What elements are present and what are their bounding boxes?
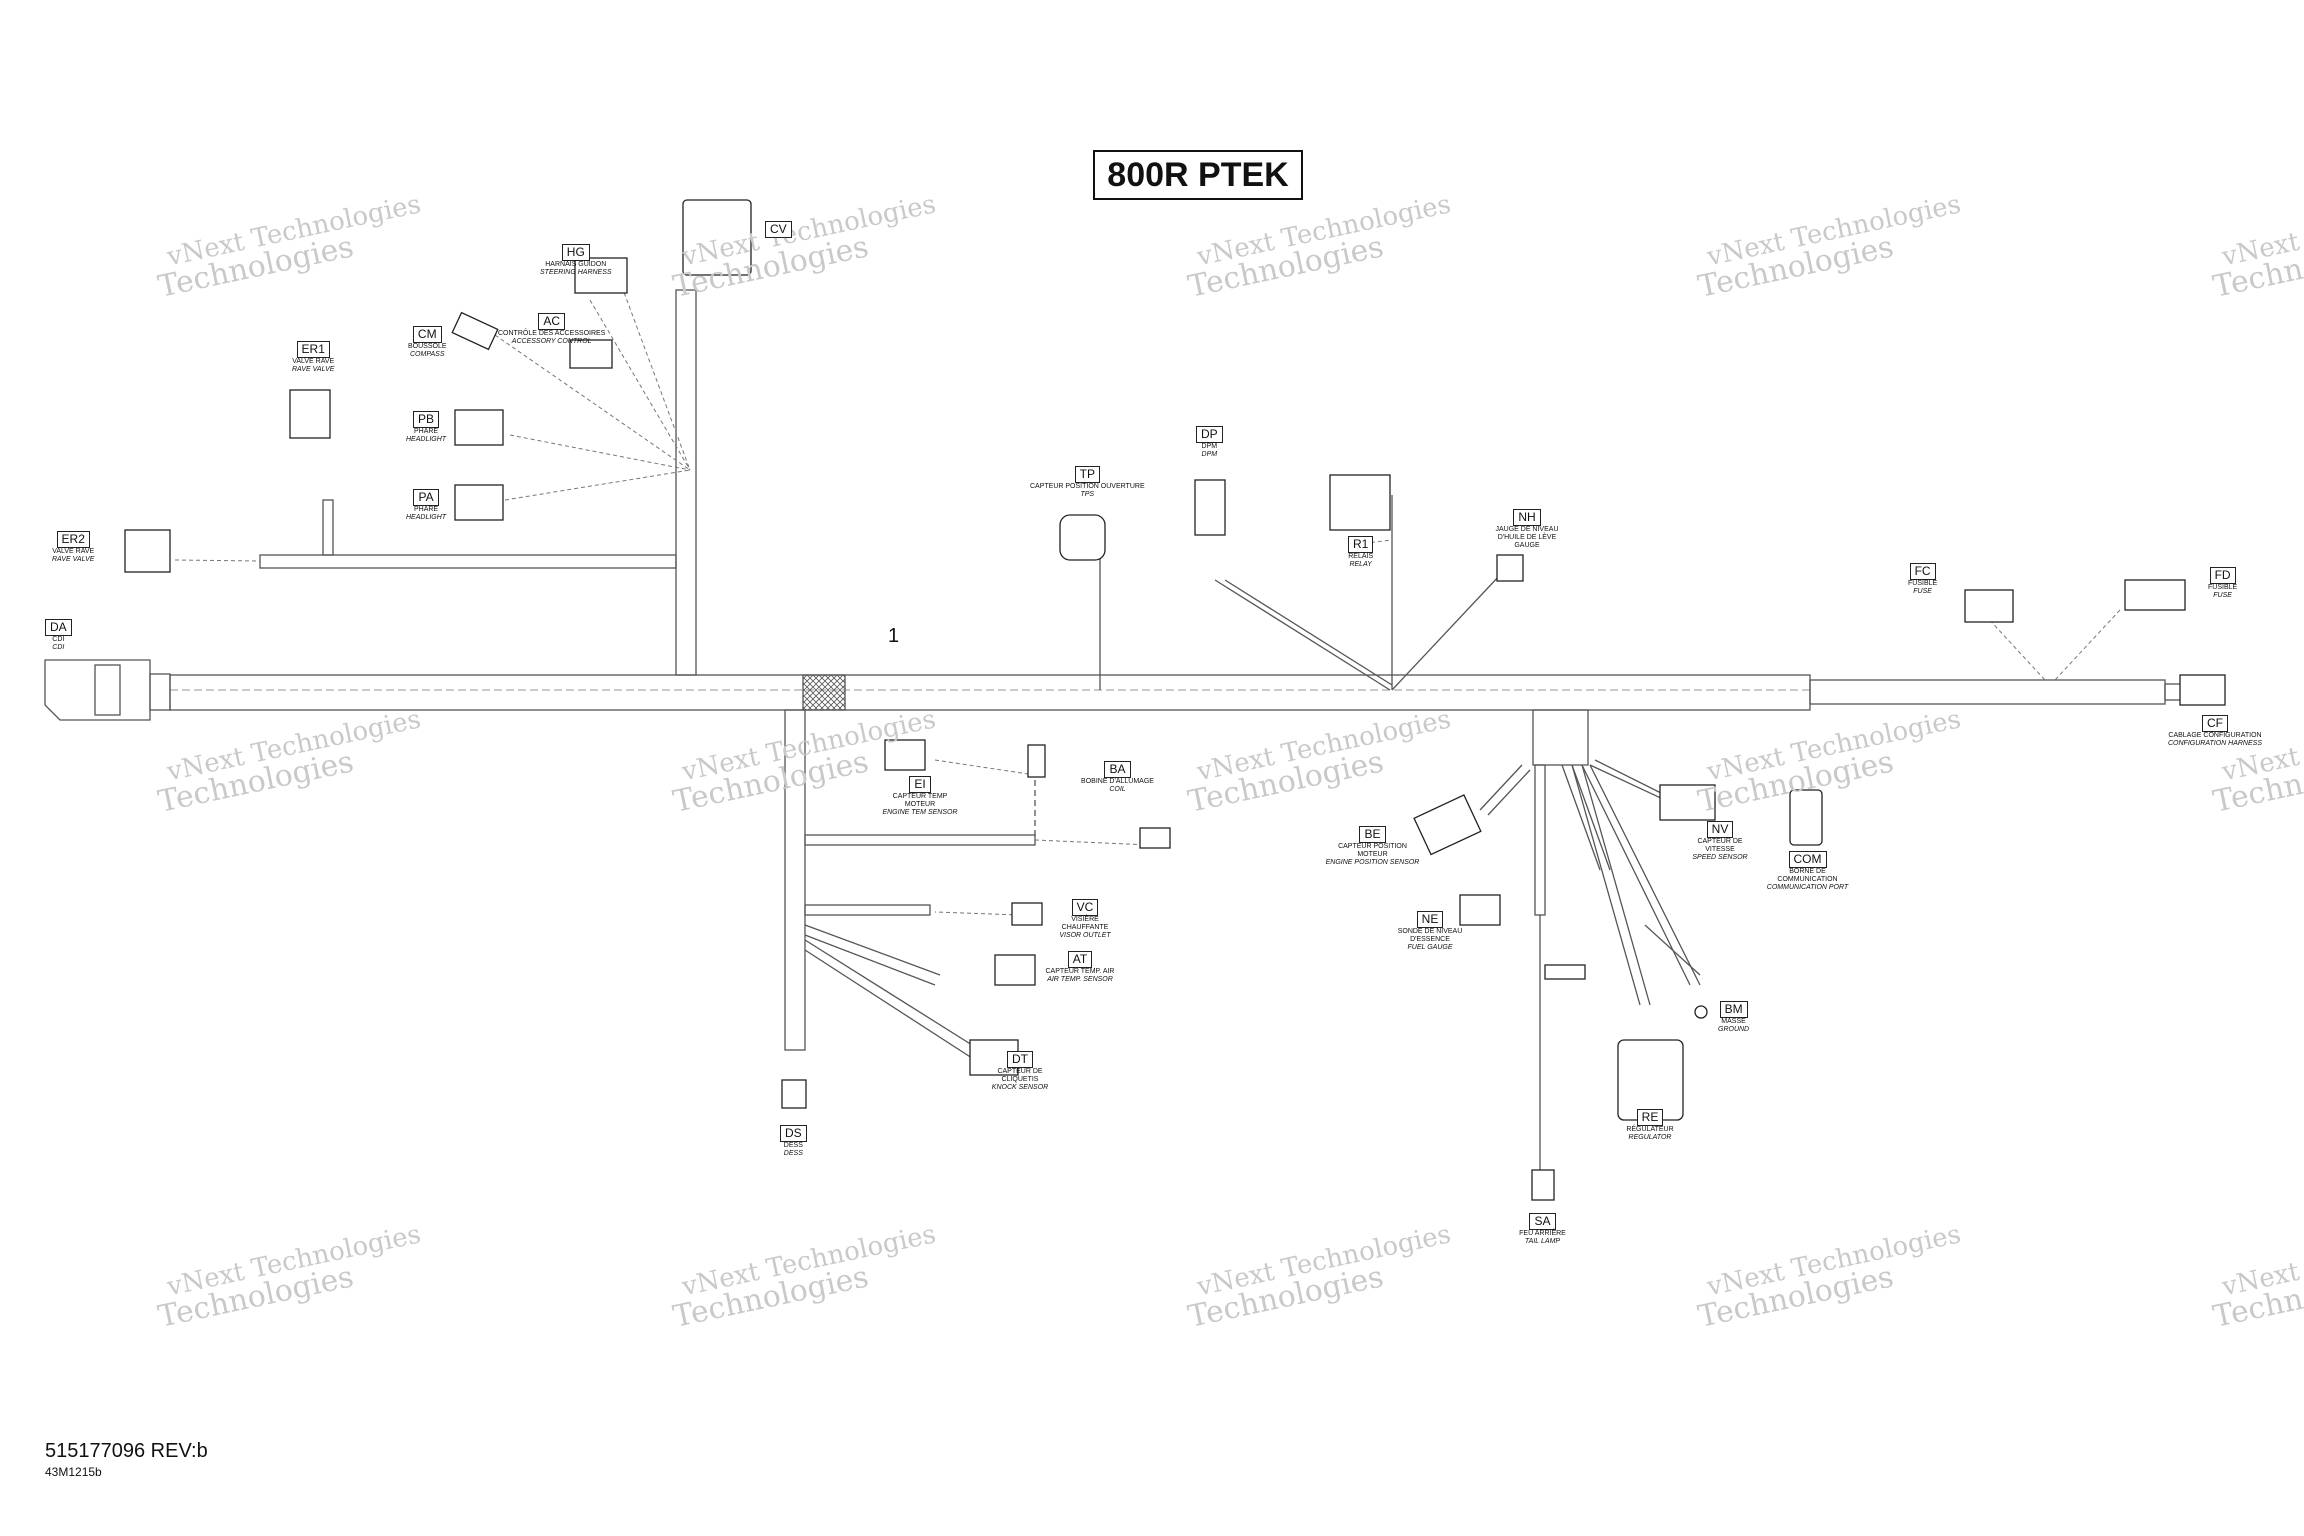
connector-label-cv: CV — [765, 220, 792, 238]
connector-label-ne: NE SONDE DE NIVEAU D'ESSENCE FUEL GAUGE — [1397, 911, 1463, 951]
tail-bulb-glyph — [1544, 964, 1586, 980]
nv-connector-glyph — [1659, 784, 1716, 821]
dp-connector-glyph — [1194, 479, 1226, 536]
tp-connector-glyph — [1059, 514, 1106, 561]
ds-connector-glyph — [781, 1079, 807, 1109]
nh-connector-glyph — [1496, 554, 1524, 582]
ne-connector-glyph — [1459, 894, 1501, 926]
fc-connector-glyph — [1964, 589, 2014, 623]
connector-label-da: DA CDI CDI — [45, 618, 72, 652]
main-trunk — [169, 674, 1811, 711]
connector-label-pa: PA PHARE HEADLIGHT — [406, 489, 447, 521]
er2-connector-glyph — [124, 529, 171, 573]
drawing-reference: 43M1215b — [45, 1465, 102, 1479]
cm-connector-glyph — [451, 311, 499, 351]
connector-label-vc: VC VISIÈRE CHAUFFANTE VISOR OUTLET — [1059, 899, 1111, 939]
connector-label-dp: DP DPM DPM — [1196, 425, 1223, 459]
er1-branch — [322, 499, 334, 556]
upper-branch — [675, 289, 697, 676]
harness-trunks — [44, 289, 2221, 1170]
connector-label-re: RE RÉGULATEUR REGULATOR — [1626, 1109, 1674, 1141]
ba-connector-glyph — [1139, 827, 1171, 849]
callout-number: 1 — [888, 625, 900, 647]
connector-label-ei: EI CAPTEUR TEMP MOTEUR ENGINE TEM SENSOR — [882, 776, 958, 816]
connector-label-er2: ER2 VALVE RAVE RAVE VALVE — [52, 531, 95, 563]
cdi-block — [44, 659, 151, 721]
connector-label-nv: NV CAPTEUR DE VITESSE SPEED SENSOR — [1692, 821, 1748, 861]
connector-label-bm: BM MASSE GROUND — [1718, 1001, 1750, 1033]
connector-label-er1: ER1 VALVE RAVE RAVE VALVE — [292, 341, 335, 373]
r1-connector-glyph — [1329, 474, 1391, 531]
connector-label-fd: FD FUSIBLE FUSE — [2208, 567, 2238, 599]
hg-connector-glyph — [574, 257, 628, 294]
connector-label-cf: CF CABLAGE CONFIGURATION CONFIGURATION H… — [2168, 715, 2262, 747]
com-connector-glyph — [1789, 789, 1823, 846]
connector-label-ds: DS DESS DESS — [780, 1124, 807, 1158]
ac-connector-glyph — [569, 339, 613, 369]
connector-label-fc: FC FUSIBLE FUSE — [1908, 563, 1938, 595]
leader-lines — [174, 259, 2121, 916]
connector-label-tp: TP CAPTEUR POSITION OUVERTURE TPS — [1030, 466, 1145, 498]
connector-label-pb: PB PHARE HEADLIGHT — [406, 411, 447, 443]
er1-connector-glyph — [289, 389, 331, 439]
er2-branch — [259, 554, 677, 569]
cf-connector-glyph — [2179, 674, 2226, 706]
connector-label-com: COM BORNE DE COMMUNICATION COMMUNICATION… — [1766, 851, 1849, 891]
right-trunk — [1809, 679, 2166, 705]
ba-coil-glyph — [1027, 744, 1046, 778]
model-title: 800R PTEK — [1093, 150, 1303, 200]
part-number: 515177096 REV:b — [45, 1440, 208, 1462]
connector-label-be: BE CAPTEUR POSITION MOTEUR ENGINE POSITI… — [1325, 826, 1420, 866]
connector-label-sa: SA FEU ARRIÈRE TAIL LAMP — [1519, 1213, 1566, 1245]
at-connector-glyph — [994, 954, 1036, 986]
cv-connector-glyph — [682, 199, 752, 276]
ei-connector-glyph — [884, 739, 926, 771]
connector-glyphs — [124, 199, 2226, 1201]
be-connector-glyph — [1413, 794, 1482, 856]
connector-label-ba: BA BOBINE D'ALLUMAGE COIL — [1081, 761, 1154, 793]
pa-connector-glyph — [454, 484, 504, 521]
bm-ground-glyph — [1694, 1005, 1708, 1019]
sa-connector-glyph — [1531, 1169, 1555, 1201]
connector-label-dt: DT CAPTEUR DE CLIQUETIS KNOCK SENSOR — [991, 1051, 1049, 1091]
connector-label-r1: R1 RELAIS RELAY — [1348, 536, 1374, 568]
braided-sleeve — [802, 674, 846, 711]
connector-label-nh: NH JAUGE DE NIVEAU D'HUILE DE LÈVE GAUGE — [1495, 509, 1559, 549]
connector-label-cm: CM BOUSSOLE COMPASS — [408, 326, 447, 358]
lower-left-branch — [784, 709, 806, 1051]
pb-connector-glyph — [454, 409, 504, 446]
fd-connector-glyph — [2124, 579, 2186, 611]
connector-label-at: AT CAPTEUR TEMP. AIR AIR TEMP. SENSOR — [1045, 951, 1115, 983]
connector-label-ac: AC CONTRÔLE DES ACCESSOIRES ACCESSORY CO… — [498, 313, 606, 345]
vc-connector-glyph — [1011, 902, 1043, 926]
connector-label-hg: HG HARNAIS GUIDON STEERING HARNESS — [540, 244, 612, 276]
